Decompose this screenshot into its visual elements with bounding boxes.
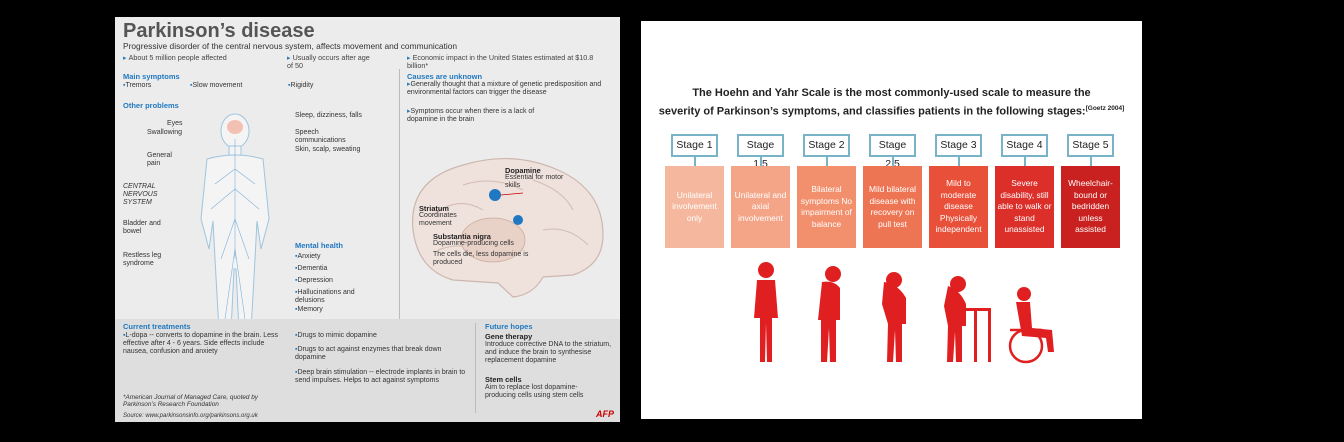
mental-health-item: Anxiety <box>295 253 320 261</box>
fact-people: ▸About 5 million people affected <box>123 53 227 62</box>
substantia-nigra-label: Substantia nigra <box>433 232 491 241</box>
hoehn-yahr-citation: [Goetz 2004] <box>1085 105 1125 112</box>
causes-heading: Causes are unknown <box>407 72 483 81</box>
mental-health-item: Depression <box>295 277 332 285</box>
substantia-nigra-text2: The cells die, less dopamine is produced <box>433 251 529 266</box>
mental-health-item: Memory <box>295 306 322 314</box>
infographic-subtitle: Progressive disorder of the central nerv… <box>123 41 458 51</box>
label-swallowing: Swallowing <box>147 129 183 136</box>
standing-person-icon <box>754 262 778 362</box>
other-problems-heading: Other problems <box>123 101 179 110</box>
mental-health-heading: Mental health <box>295 241 343 250</box>
fact-people-text: About 5 million people affected <box>128 53 227 62</box>
future-hopes-heading: Future hopes <box>485 322 533 331</box>
stooped-person-icon <box>818 266 841 362</box>
stage-connector <box>825 157 828 166</box>
human-body-figure <box>200 113 270 332</box>
stem-cells-text: Aim to replace lost dopamine-producing c… <box>485 384 584 399</box>
label-general-pain: General pain <box>147 152 172 167</box>
walker-person-icon <box>944 276 991 362</box>
treatments-heading: Current treatments <box>123 322 191 331</box>
stage-figures <box>754 262 1054 364</box>
stage-label-box: Stage 1.5 <box>737 134 784 170</box>
gene-therapy-label: Gene therapy <box>485 332 533 341</box>
label-skin: Skin, scalp, sweating <box>295 146 361 153</box>
stage-label-box: Stage 2 <box>803 134 850 157</box>
hoehn-yahr-title: The Hoehn and Yahr Scale is the most com… <box>641 86 1142 120</box>
stage-label-box: Stage 4 <box>1001 134 1048 157</box>
stage-connector <box>891 157 894 166</box>
stage-connector <box>693 157 696 166</box>
gene-therapy-text: Introduce corrective DNA to the striatum… <box>485 341 612 364</box>
treatment-item: Drugs to mimic dopamine <box>295 332 465 340</box>
symptom-item: Tremors <box>123 82 151 90</box>
striatum-label: Striatum <box>419 204 449 213</box>
label-sleep: Sleep, dizziness, falls <box>295 112 362 119</box>
stage-connector <box>957 157 960 166</box>
infographic-title: Parkinson’s disease <box>123 20 315 42</box>
hoehn-yahr-panel: The Hoehn and Yahr Scale is the most com… <box>641 21 1142 419</box>
substantia-nigra-text: Dopamine-producing cells <box>433 240 514 247</box>
wheelchair-person-icon <box>1016 287 1054 352</box>
bent-person-icon <box>882 272 906 362</box>
label-restless-leg: Restless leg syndrome <box>123 252 162 267</box>
stage-description: Bilateral symptoms No impairment of bala… <box>797 166 856 248</box>
stage-label-box: Stage 3 <box>935 134 982 157</box>
mental-health-item: Hallucinations and delusions <box>295 289 379 305</box>
stage-connector <box>1089 157 1092 166</box>
treatment-item: L-dopa -- converts to dopamine in the br… <box>123 332 283 356</box>
main-symptoms-heading: Main symptoms <box>123 72 180 81</box>
striatum-text: Coordinates movement <box>419 212 457 227</box>
stage-label-box: Stage 2.5 <box>869 134 916 170</box>
fact-age: ▸Usually occurs after age of 50 <box>287 53 370 70</box>
label-cns: CENTRAL NERVOUS SYSTEM <box>123 183 158 206</box>
cause-item: Symptoms occur when there is a lack of d… <box>407 108 557 124</box>
stage-connector <box>1023 157 1026 166</box>
label-bladder: Bladder and bowel <box>123 220 161 235</box>
stage-description: Mild bilateral disease with recovery on … <box>863 166 922 248</box>
stage-label-box: Stage 5 <box>1067 134 1114 157</box>
label-speech: Speech communications <box>295 129 346 144</box>
source-credit: Source: www.parkinsonsinfo.org/parkinson… <box>123 413 258 419</box>
treatment-item: Deep brain stimulation -- electrode impl… <box>295 369 470 385</box>
hoehn-yahr-title-line1: The Hoehn and Yahr Scale is the most com… <box>692 87 1091 99</box>
stage-description: Mild to moderate disease Physically inde… <box>929 166 988 248</box>
fact-economic-text: Economic impact in the United States est… <box>407 53 594 70</box>
stem-cells-label: Stem cells <box>485 375 522 384</box>
economic-footnote: *American Journal of Managed Care, quote… <box>123 394 258 408</box>
symptom-item: Slow movement <box>190 82 242 90</box>
afp-logo: AFP <box>596 409 614 419</box>
cause-item: Generally thought that a mixture of gene… <box>407 81 607 97</box>
stage-description: Severe disability, still able to walk or… <box>995 166 1054 248</box>
column-divider <box>399 69 400 319</box>
stage-description: Unilateral involvement only <box>665 166 724 248</box>
dopamine-text: Essential for motor skills <box>505 174 564 189</box>
stage-connector <box>759 157 762 166</box>
fact-age-text: Usually occurs after age of 50 <box>287 53 370 70</box>
parkinsons-infographic: Parkinson’s disease Progressive disorder… <box>115 17 620 422</box>
mental-health-item: Dementia <box>295 265 327 273</box>
label-eyes: Eyes <box>167 120 183 127</box>
treatment-item: Drugs to act against enzymes that break … <box>295 346 465 362</box>
stage-description: Unilateral and axial involvement <box>731 166 790 248</box>
future-divider <box>475 323 476 413</box>
symptom-item: Rigidity <box>288 82 313 90</box>
hoehn-yahr-title-line2: severity of Parkinson’s symptoms, and cl… <box>658 105 1086 118</box>
fact-economic: ▸Economic impact in the United States es… <box>407 53 594 70</box>
brain-illustration <box>412 158 604 298</box>
stage-description: Wheelchair-bound or bedridden unless ass… <box>1061 166 1120 248</box>
dopamine-label: Dopamine <box>505 166 541 175</box>
stage-label-box: Stage 1 <box>671 134 718 157</box>
